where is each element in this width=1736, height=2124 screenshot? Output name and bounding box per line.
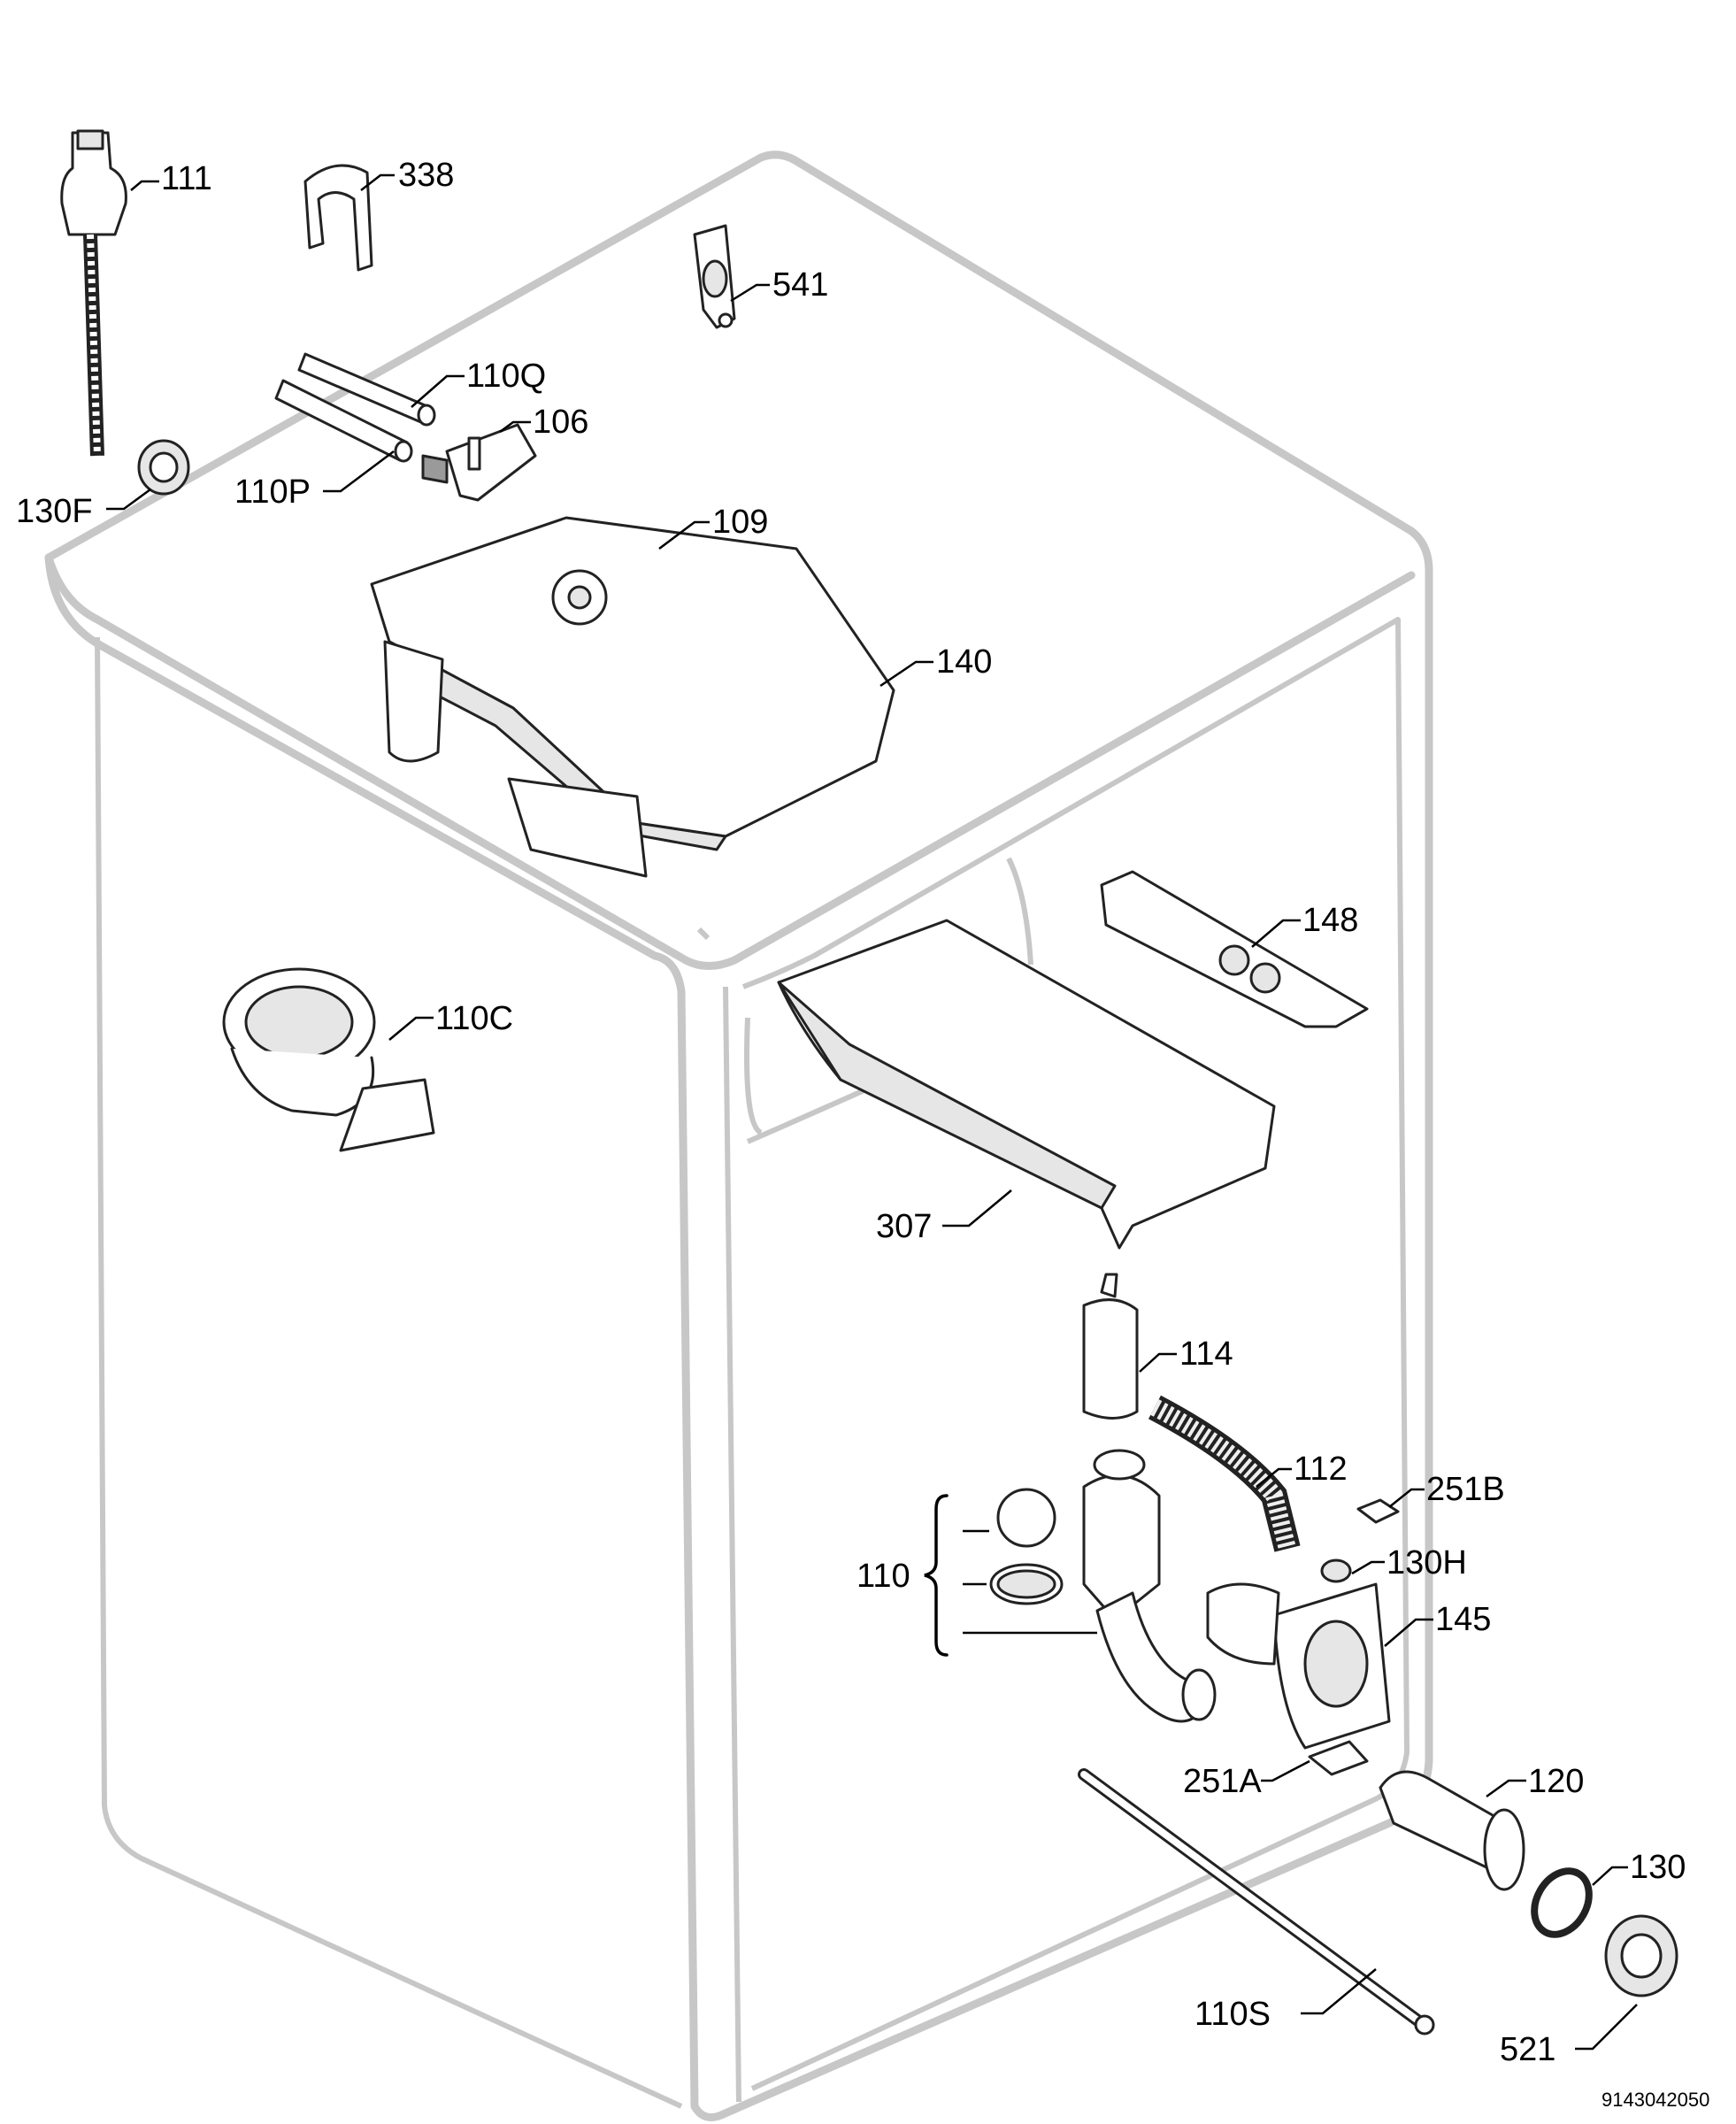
callout-130h: 130H — [1386, 1544, 1467, 1581]
callout-140: 140 — [936, 643, 992, 681]
callout-109: 109 — [712, 504, 768, 541]
corrugated-hose-part — [1148, 1395, 1301, 1552]
callout-130: 130 — [1630, 1849, 1686, 1886]
callout-110q: 110Q — [466, 358, 546, 395]
callout-307: 307 — [876, 1208, 932, 1245]
callout-111: 111 — [161, 160, 212, 197]
inlet-hose-part — [60, 129, 127, 457]
callout-338: 338 — [398, 157, 454, 194]
control-part — [1100, 870, 1369, 1028]
callout-541: 541 — [772, 266, 828, 304]
pipes-part — [274, 352, 436, 463]
callout-112: 112 — [1294, 1451, 1348, 1488]
cabinet-outline — [44, 150, 1433, 2121]
callout-251b: 251B — [1426, 1471, 1505, 1508]
callout-145: 145 — [1435, 1601, 1491, 1638]
dispenser-drawer-part — [777, 919, 1276, 1250]
pressure-chamber-part — [1082, 1273, 1139, 1420]
filter-part — [1379, 1770, 1525, 1891]
callout-114: 114 — [1179, 1335, 1233, 1373]
callout-521: 521 — [1500, 2031, 1555, 2068]
valve-part — [421, 423, 537, 502]
bellows-part — [222, 967, 435, 1152]
callout-labels: 111 338 541 110Q 106 130F 110P 109 140 1… — [16, 157, 1686, 2068]
document-number: 9143042050 — [1602, 2089, 1709, 2111]
filter-cap-part — [1604, 1914, 1678, 1997]
hose-clip-part — [303, 164, 373, 272]
cap-part — [137, 439, 190, 496]
callout-110c: 110C — [435, 1000, 513, 1037]
bracket-part — [693, 224, 736, 329]
leader-lines — [106, 173, 1638, 2051]
fitting-part — [1308, 1740, 1369, 1776]
group-bracket — [924, 1494, 949, 1657]
callout-130f: 130F — [16, 493, 93, 530]
rod-part — [1078, 1768, 1435, 2036]
o-ring-part — [1531, 1867, 1593, 1938]
pump-assembly-part — [989, 1449, 1217, 1723]
small-fittings-part — [1320, 1498, 1400, 1583]
callout-110p: 110P — [234, 473, 311, 511]
pump-housing-part — [1206, 1582, 1391, 1750]
callout-148: 148 — [1302, 902, 1358, 939]
callout-120: 120 — [1528, 1763, 1584, 1800]
callout-106: 106 — [533, 404, 588, 441]
callout-251a: 251A — [1183, 1763, 1262, 1800]
callout-110s: 110S — [1194, 1996, 1271, 2033]
callout-110: 110 — [856, 1558, 910, 1595]
